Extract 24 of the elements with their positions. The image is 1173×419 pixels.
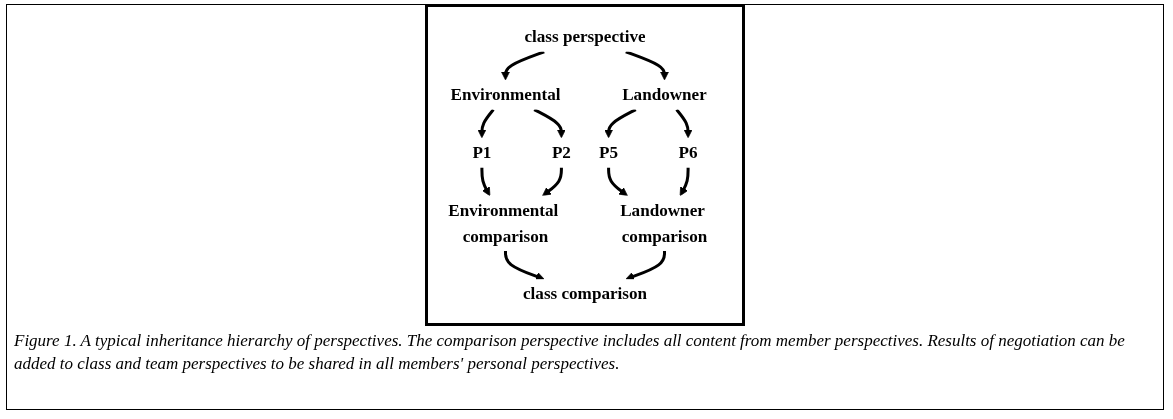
arrow [625, 250, 666, 281]
node-text: P2 [551, 142, 571, 162]
arrow [477, 108, 495, 138]
arrow [679, 167, 690, 196]
arrow [533, 107, 566, 138]
arrow [607, 167, 628, 196]
node-text: Environmental comparison [448, 200, 559, 245]
arrow [675, 108, 693, 138]
caption: Figure 1. A typical inheritance hierarchy of perspectives. The comparison perspective includes all content from member perspectives. Results of negotiation can be added to class and team perspectives to be shared in all members' personal perspectives. [14, 330, 1126, 375]
arrow [542, 167, 563, 196]
node-text: class comparison [522, 283, 648, 303]
node-text: Environmental [450, 84, 561, 104]
node-text: class perspective [524, 26, 646, 46]
node-text: P5 [599, 142, 619, 162]
node-text: P1 [472, 142, 492, 162]
node-text: Landowner comparison [620, 200, 708, 245]
node-text: P6 [678, 142, 698, 162]
node-text: Landowner [622, 84, 707, 104]
arrow [604, 107, 637, 138]
arrow [501, 49, 545, 80]
arrow [480, 167, 491, 196]
arrow [504, 250, 545, 281]
arrow [625, 49, 669, 80]
diagram-frame: class perspective Environmental Landowner P1 P2 P5 P6 Environmental comparison Landowner comparison class comparison [425, 4, 745, 326]
